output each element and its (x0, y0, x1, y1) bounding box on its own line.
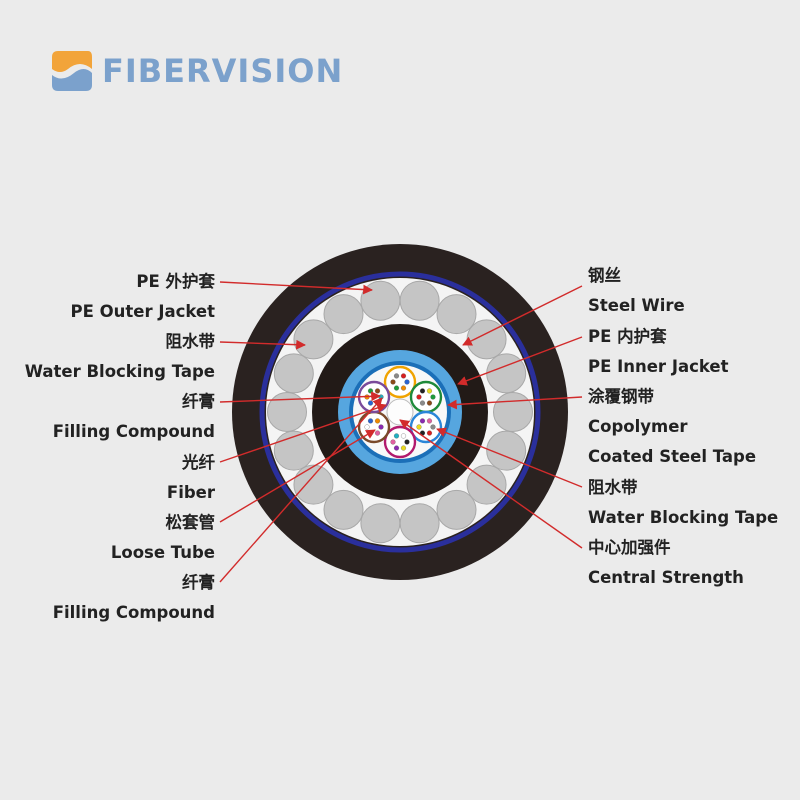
label-water-blocking-tape-zh: 阻水带 (165, 332, 216, 351)
steel-wire (436, 294, 477, 335)
fiber (400, 373, 407, 379)
loose-tube (383, 365, 417, 399)
fiber (419, 418, 426, 424)
fiber (374, 388, 381, 394)
label-filling-compound-2-en: Filling Compound (52, 603, 215, 622)
label-pe-outer-jacket-en: PE Outer Jacket (70, 302, 215, 321)
fiber (374, 418, 381, 424)
fiber (393, 445, 400, 451)
fiber (367, 400, 374, 406)
fiber (378, 424, 384, 430)
label-water-blocking-tape-en: Water Blocking Tape (24, 362, 215, 381)
steel-wire (323, 294, 364, 335)
fiber (416, 424, 422, 430)
label-pe-outer-jacket-zh: PE 外护套 (136, 272, 215, 291)
steel-wire (360, 503, 401, 544)
fiber (390, 439, 396, 445)
label-pe-inner-jacket-zh: PE 内护套 (588, 327, 667, 346)
fiber (426, 418, 433, 424)
label-central-strength-en: Central Strength (588, 568, 744, 587)
fiber (419, 400, 426, 406)
fiber (404, 439, 410, 445)
outer-water-blocking-tape (259, 271, 541, 553)
steel-wire (293, 464, 334, 505)
label-filling-compound-en: Filling Compound (52, 422, 215, 441)
fiber (426, 400, 433, 406)
brand-logo: FIBERVISION (50, 48, 343, 94)
fiber (393, 373, 400, 379)
fiber (400, 385, 407, 391)
steel-wire (360, 280, 401, 321)
steel-wire (493, 392, 533, 432)
fiber (367, 388, 374, 394)
leader-loose-tube (219, 429, 376, 523)
fiber (419, 388, 426, 394)
fiber (367, 418, 374, 424)
fibervision-logo-icon (52, 51, 92, 91)
fiber (393, 385, 400, 391)
fiber (426, 430, 433, 436)
label-loose-tube-zh: 松套管 (165, 513, 216, 532)
steel-wire (293, 319, 334, 360)
label-central-strength-zh: 中心加强件 (588, 538, 671, 557)
steel-wire (466, 464, 507, 505)
fiber (400, 445, 407, 451)
steel-wire (273, 430, 314, 471)
steel-wire (486, 353, 527, 394)
fiber (393, 433, 400, 439)
fiber (390, 379, 396, 385)
label-fiber-en: Fiber (166, 483, 215, 502)
label-filling-compound-zh: 纤膏 (182, 392, 215, 411)
steel-wire (399, 503, 440, 544)
loose-tube (409, 380, 443, 414)
fiber (364, 424, 370, 430)
fiber (404, 379, 410, 385)
leader-water-blocking-tape (219, 339, 306, 350)
fiber (400, 433, 407, 439)
leader-fiber (219, 403, 387, 463)
steel-wire (267, 392, 307, 432)
fiber (374, 430, 381, 436)
leader-filling-compound-2 (219, 397, 383, 583)
label-water-blocking-tape-right-zh: 阻水带 (588, 478, 638, 497)
label-coated-steel-tape-zh: 涂覆钢带 (588, 387, 654, 406)
fiber (416, 394, 422, 400)
label-filling-compound-2-zh: 纤膏 (182, 573, 215, 592)
fiber (426, 388, 433, 394)
label-coated-steel-tape-en: Coated Steel Tape (588, 447, 757, 466)
fiber (430, 424, 436, 430)
fiber (430, 394, 436, 400)
steel-wire (323, 489, 364, 530)
leader-filling-compound (219, 391, 381, 403)
central-strength-member (386, 398, 414, 426)
leader-central-strength (399, 419, 583, 549)
steel-wire (273, 353, 314, 394)
leader-pe-inner-jacket (457, 336, 583, 386)
leader-steel-wire (462, 285, 583, 346)
label-fiber-zh: 光纤 (182, 453, 215, 472)
label-steel-wire-en: Steel Wire (588, 296, 685, 315)
leader-coated-steel-tape (447, 396, 583, 410)
leader-pe-outer-jacket (219, 281, 373, 295)
steel-wire (399, 280, 440, 321)
label-loose-tube-en: Loose Tube (110, 543, 215, 562)
label-copolymer-en: Copolymer (588, 417, 688, 436)
label-water-blocking-tape-right-en: Water Blocking Tape (588, 508, 779, 527)
brand-name: FIBERVISION (102, 52, 344, 90)
steel-wire (436, 489, 477, 530)
label-steel-wire-zh: 钢丝 (588, 266, 621, 285)
leader-water-blocking-tape-right (436, 427, 583, 488)
label-pe-inner-jacket-en: PE Inner Jacket (588, 357, 729, 376)
